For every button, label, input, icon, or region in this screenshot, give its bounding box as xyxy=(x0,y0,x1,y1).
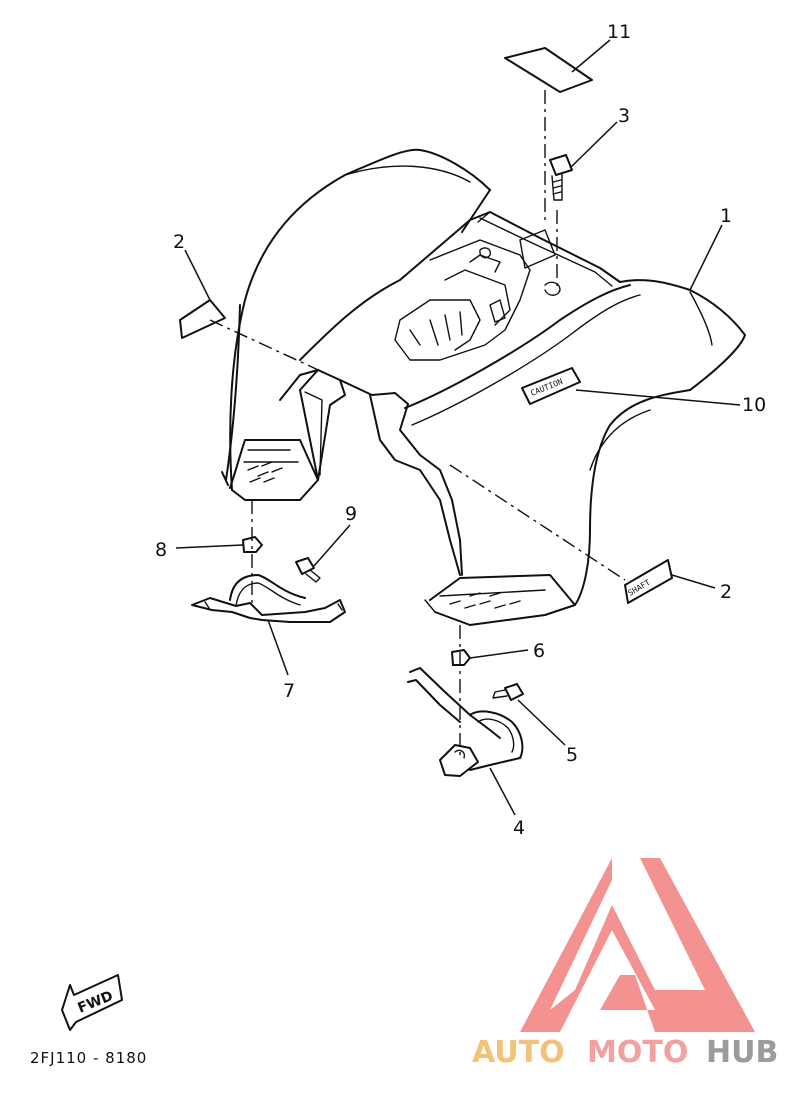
drawing-code: 2FJ110 - 8180 xyxy=(30,1049,147,1067)
bolt-6 xyxy=(492,683,524,701)
callout-3: 3 xyxy=(618,105,630,127)
watermark-triangle-icon xyxy=(520,858,755,1032)
callout-9: 9 xyxy=(345,503,357,525)
watermark-hub: HUB xyxy=(706,1035,778,1070)
caution-decal-text: CAUTION xyxy=(529,377,564,398)
assembly-center-lines xyxy=(209,90,626,755)
right-footrest-slots xyxy=(449,592,521,609)
callout-10: 10 xyxy=(742,394,766,416)
callout-1: 1 xyxy=(720,205,732,227)
label-decal-top xyxy=(504,47,593,93)
callout-7: 7 xyxy=(283,680,295,702)
callout-4: 4 xyxy=(513,817,525,839)
callout-11: 11 xyxy=(607,21,631,43)
nut-8 xyxy=(242,536,263,553)
callout-numbers: 11 3 1 2 10 9 8 2 6 7 5 4 xyxy=(155,21,766,839)
rear-fender xyxy=(221,148,746,626)
bracket-7 xyxy=(191,574,346,623)
watermark-auto: AUTO xyxy=(472,1035,565,1070)
caution-decal: CAUTION xyxy=(521,367,581,405)
bracket-4 xyxy=(407,667,524,777)
watermark-moto: MOTO xyxy=(587,1035,688,1070)
callout-6: 5 xyxy=(566,744,578,766)
fwd-arrow: FWD xyxy=(61,974,123,1031)
nut-5 xyxy=(451,649,471,666)
fwd-arrow-icon xyxy=(61,974,123,1031)
label-decal-left xyxy=(179,299,226,339)
leader-lines xyxy=(175,39,741,816)
watermark-text: AUTO MOTO HUB xyxy=(472,1035,778,1070)
callout-5: 6 xyxy=(533,640,545,662)
callout-2-left: 2 xyxy=(173,231,185,253)
shaft-decal-right: SHAFT xyxy=(624,559,673,604)
bolt-9 xyxy=(295,557,321,583)
callout-2-right: 2 xyxy=(720,581,732,603)
left-footrest-slots xyxy=(247,461,283,483)
callout-8: 8 xyxy=(155,539,167,561)
bolt-3 xyxy=(549,154,573,201)
watermark-logo xyxy=(520,858,755,1032)
